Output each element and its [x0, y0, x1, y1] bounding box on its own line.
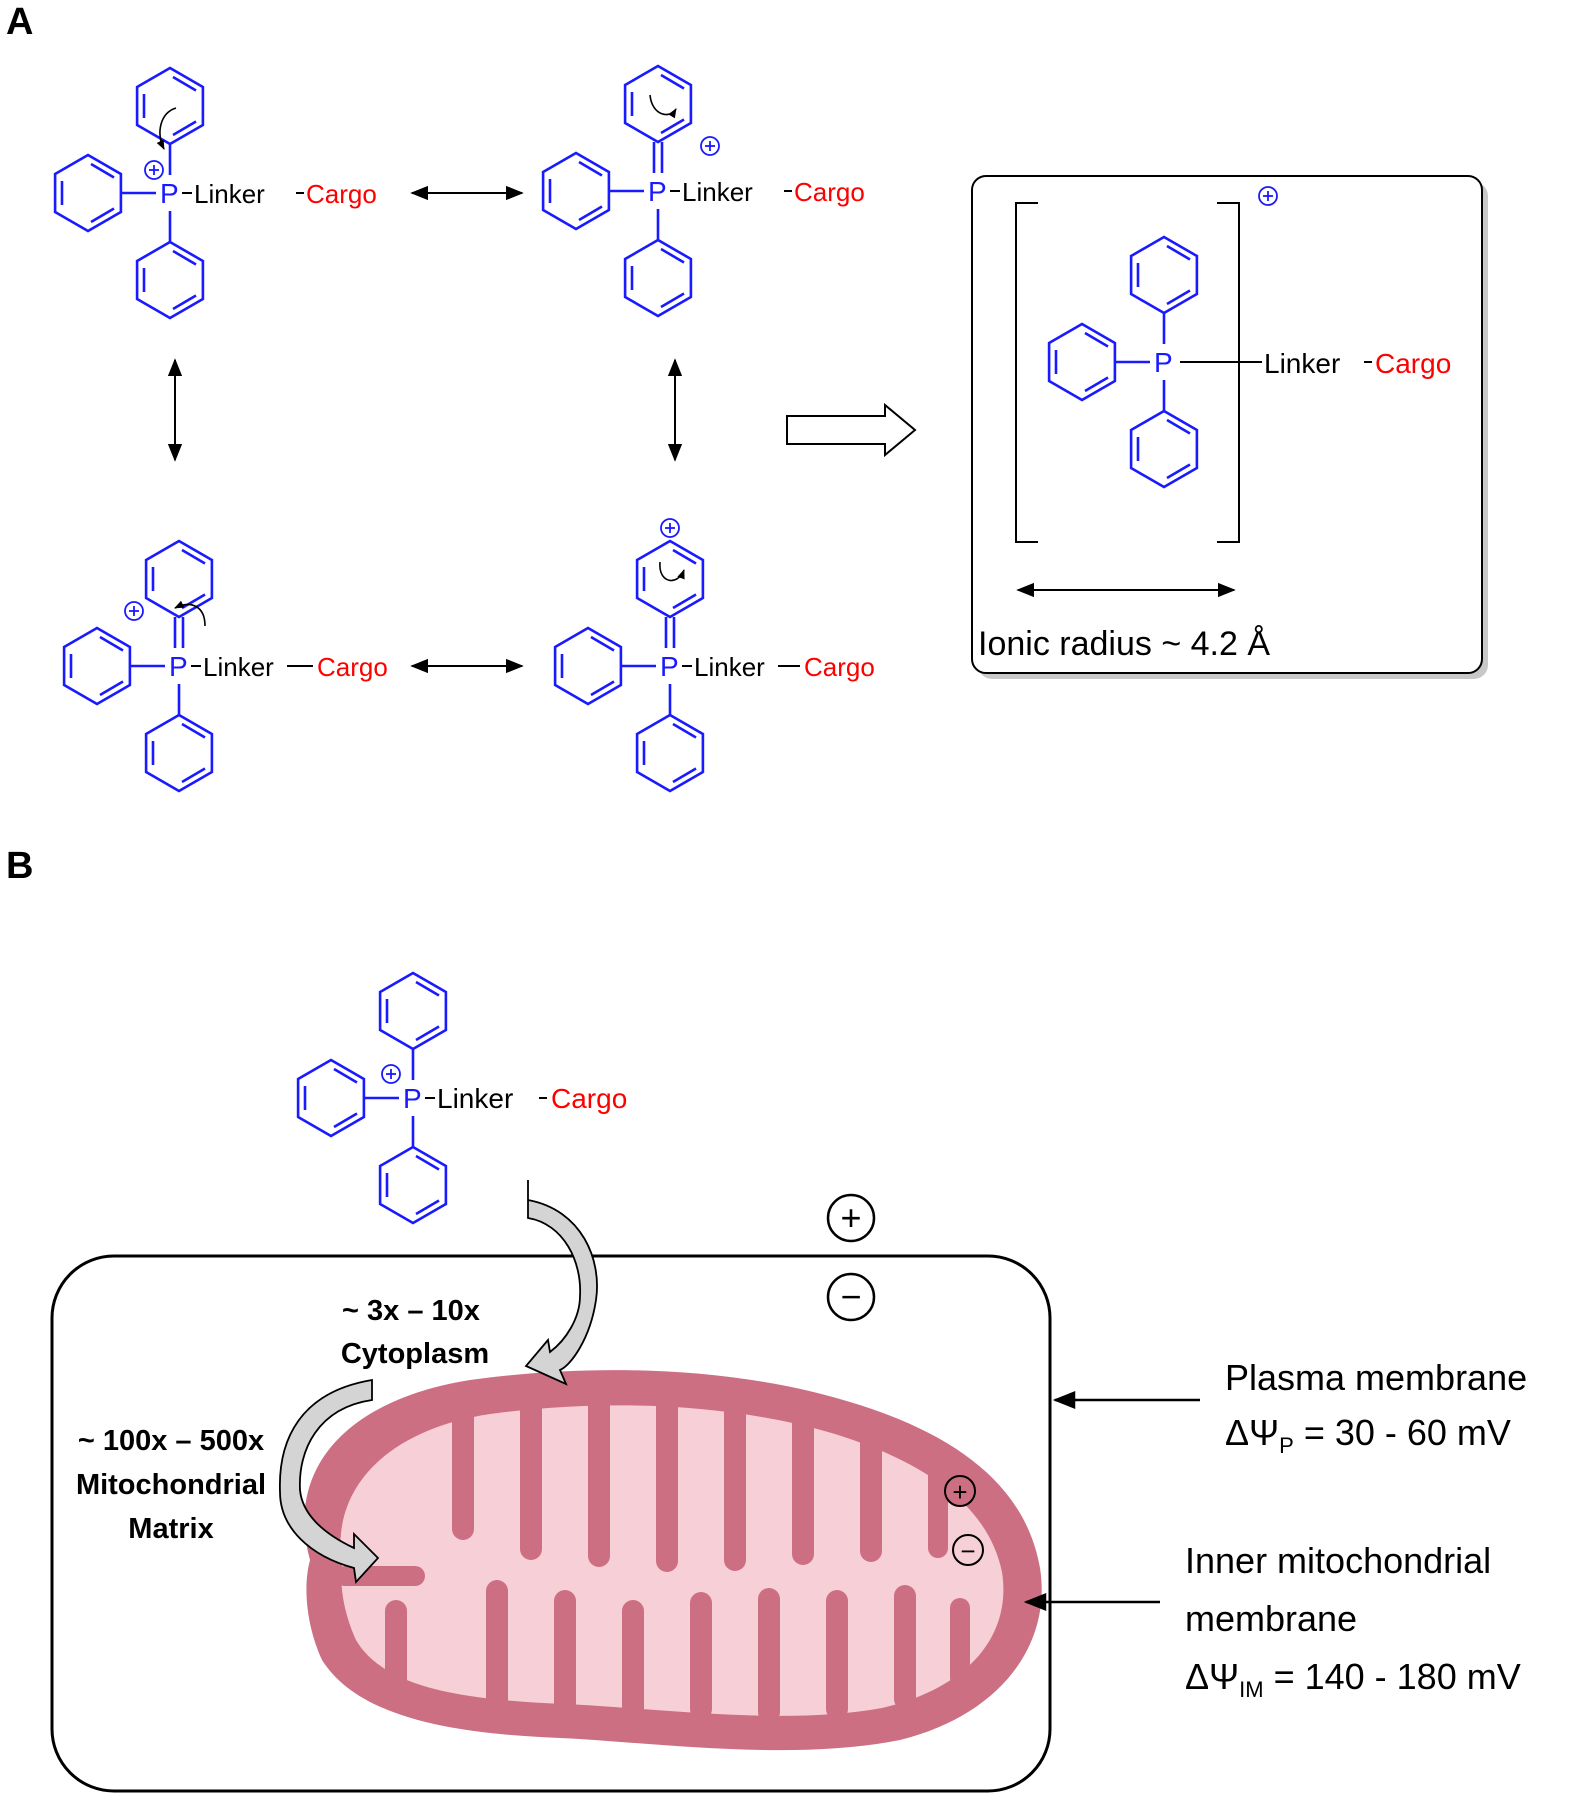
cargo-label: Cargo — [306, 179, 377, 209]
linker-label: Linker — [682, 177, 753, 207]
linker-label: Linker — [437, 1083, 513, 1114]
uptake-arrow-matrix — [279, 1378, 380, 1585]
structure-tpp-resonance-1: P Linker Cargo — [53, 66, 377, 320]
matrix-fold: ~ 100x – 500x — [78, 1425, 264, 1457]
cargo-label: Cargo — [1375, 348, 1451, 379]
linker-label: Linker — [203, 652, 274, 682]
cargo-label: Cargo — [804, 652, 875, 682]
psi-value: = 140 - 180 mV — [1264, 1656, 1521, 1697]
matrix-accumulation-label: ~ 100x – 500x Mitochondrial Matrix — [76, 1425, 266, 1545]
psi-value: = 30 - 60 mV — [1294, 1412, 1511, 1453]
inner-membrane-title-1: Inner mitochondrial — [1185, 1540, 1491, 1581]
cargo-label: Cargo — [551, 1083, 627, 1114]
plasma-membrane-title: Plasma membrane — [1225, 1357, 1527, 1398]
uptake-arrow-cytoplasm — [524, 1180, 598, 1386]
inner-membrane-title-2: membrane — [1185, 1598, 1357, 1639]
matrix-plus-sign: + — [952, 1477, 967, 1507]
linker-label: Linker — [194, 179, 265, 209]
delocalized-tpp-box: P Linker Cargo Ionic radius ~ 4.2 Å — [971, 175, 1488, 679]
phosphorus-atom: P — [169, 651, 188, 682]
plasma-membrane-charge: + − — [826, 1193, 876, 1322]
cytoplasm-fold: ~ 3x – 10x — [342, 1295, 480, 1327]
panel-b-label: B — [6, 845, 33, 887]
plus-sign: + — [840, 1197, 861, 1238]
cargo-label: Cargo — [317, 652, 388, 682]
psi-symbol: ΔΨ — [1185, 1656, 1239, 1697]
matrix-minus-sign: − — [960, 1536, 975, 1566]
panel-a-label: A — [6, 1, 33, 43]
cargo-label: Cargo — [794, 177, 865, 207]
cytoplasm-accumulation-label: ~ 3x – 10x Cytoplasm — [341, 1295, 489, 1370]
phosphorus-atom: P — [160, 178, 179, 209]
psi-symbol: ΔΨ — [1225, 1412, 1279, 1453]
structure-tpp-cargo: P Linker Cargo — [296, 971, 627, 1225]
mitochondrion: + − — [304, 1370, 1042, 1751]
matrix-label-1: Mitochondrial — [76, 1469, 266, 1501]
plasma-membrane-label: Plasma membrane ΔΨP = 30 - 60 mV — [1225, 1357, 1527, 1458]
phosphorus-atom: P — [403, 1083, 422, 1114]
delocalization-arrow — [786, 402, 917, 458]
phosphorus-atom: P — [648, 176, 667, 207]
psi-subscript: P — [1279, 1433, 1294, 1458]
linker-label: Linker — [1264, 348, 1340, 379]
inner-membrane-label: Inner mitochondrial membrane ΔΨIM = 140 … — [1185, 1540, 1521, 1702]
cytoplasm-label: Cytoplasm — [341, 1338, 489, 1370]
psi-subscript: IM — [1239, 1677, 1263, 1702]
plasma-membrane-potential: ΔΨP = 30 - 60 mV — [1225, 1412, 1511, 1458]
resonance-arrows — [167, 185, 683, 674]
phosphorus-atom: P — [660, 651, 679, 682]
inner-membrane-potential: ΔΨIM = 140 - 180 mV — [1185, 1656, 1521, 1702]
matrix-label-2: Matrix — [128, 1513, 213, 1545]
structure-tpp-resonance-3: P Linker Cargo — [62, 539, 388, 793]
ionic-radius-label: Ionic radius ~ 4.2 Å — [978, 625, 1270, 663]
structure-tpp-resonance-2: P Linker Cargo — [541, 64, 865, 318]
phosphorus-atom: P — [1154, 347, 1173, 378]
linker-label: Linker — [694, 652, 765, 682]
minus-sign: − — [840, 1276, 861, 1317]
structure-tpp-resonance-4: P Linker Cargo — [553, 518, 875, 793]
